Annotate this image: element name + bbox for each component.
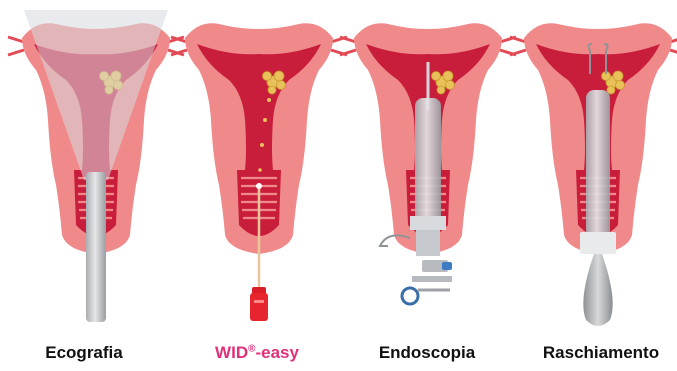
curette-handle-icon — [583, 254, 612, 326]
caption-endoscopia: Endoscopia — [379, 343, 475, 363]
curette-grip — [580, 232, 616, 254]
hysteroscope-sheath — [415, 98, 441, 228]
diagnostic-methods-figure — [0, 0, 677, 340]
hysteroscope-handle-icon — [380, 216, 452, 304]
caption-ecografia: Ecografia — [45, 343, 122, 363]
caption-wid-main: WID — [215, 343, 248, 362]
panel-wid-easy — [171, 23, 347, 321]
panel-endoscopia — [340, 23, 516, 304]
panel-ecografia — [8, 10, 184, 322]
panel-raschiamento — [510, 23, 677, 326]
caption-wid-easy: WID®-easy — [215, 343, 299, 363]
collection-vial-icon — [250, 287, 268, 321]
curette-shaft — [586, 90, 610, 238]
caption-raschiamento: Raschiamento — [543, 343, 659, 363]
ultrasound-probe-icon — [86, 172, 106, 322]
caption-wid-rest: -easy — [255, 343, 298, 362]
